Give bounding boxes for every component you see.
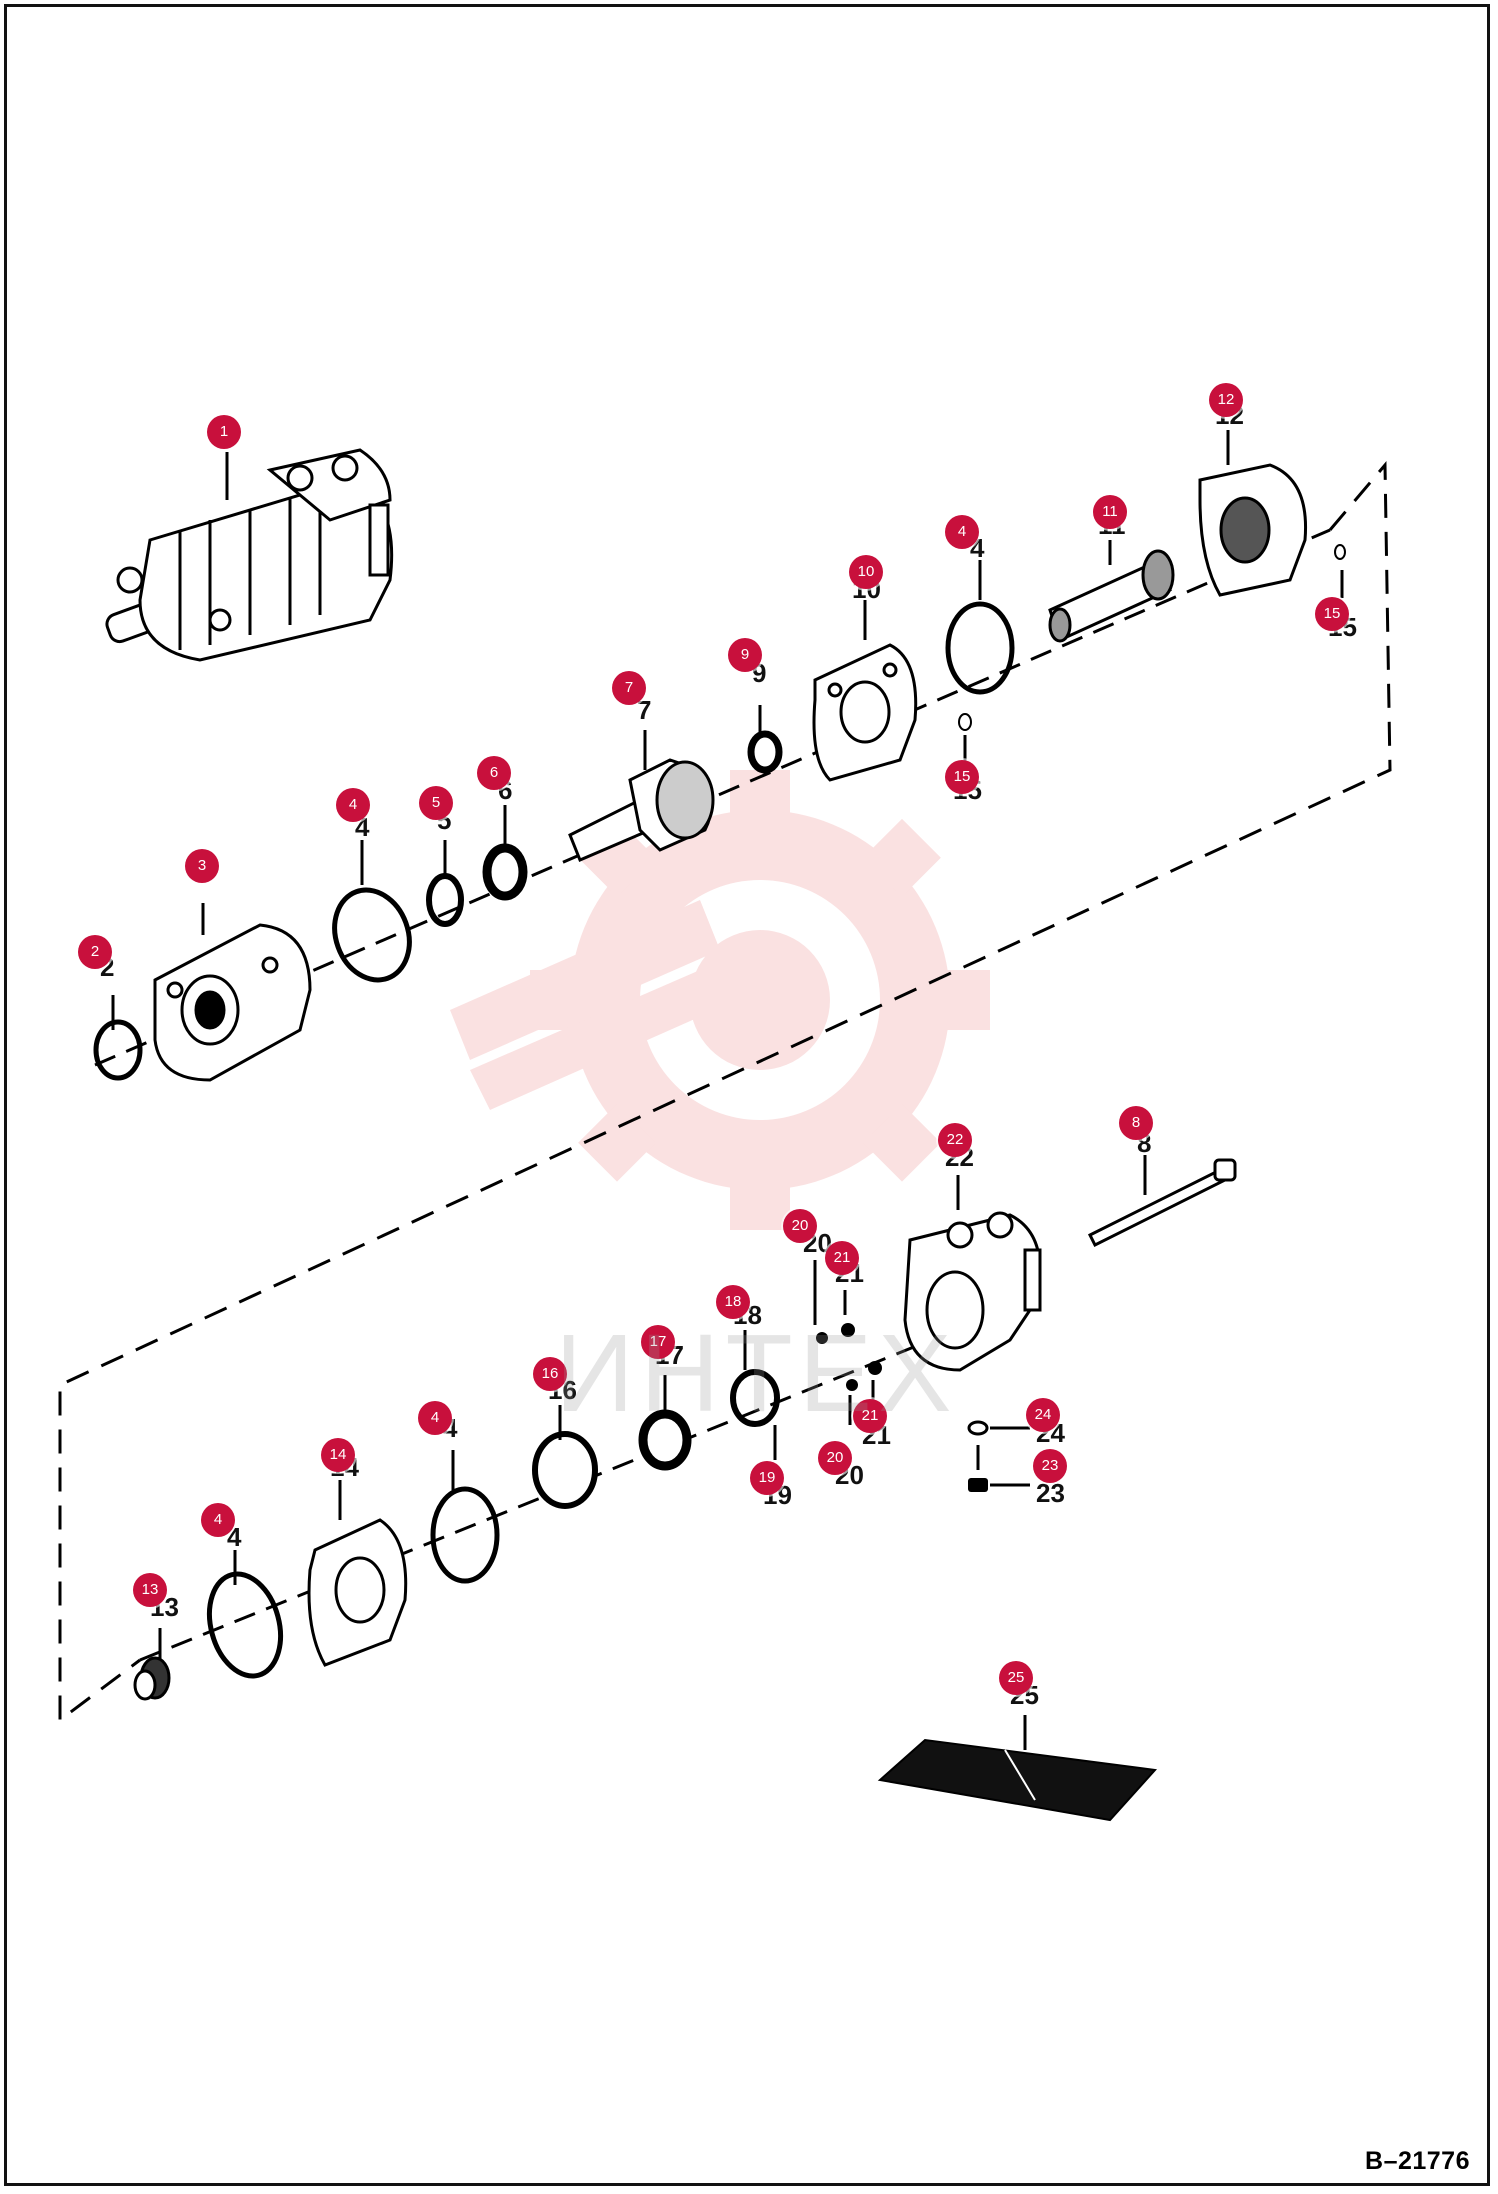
valve-drive-icon [133,1656,171,1701]
mounting-flange-icon [153,923,312,1082]
check-ball-icon [846,1379,858,1391]
callout-badge[interactable]: 7 [612,671,646,705]
callout-badge[interactable]: 20 [783,1209,817,1243]
callout-badge[interactable]: 11 [1093,495,1127,529]
callout-badge[interactable]: 4 [336,788,370,822]
o-ring-icon [332,887,412,983]
callout-badge[interactable]: 19 [750,1461,784,1495]
backup-washer-icon [426,873,464,927]
callout-badge[interactable]: 10 [849,555,883,589]
watermark-text: ИНТЕХ [555,1312,958,1435]
callout-badge[interactable]: 13 [133,1573,167,1607]
diagram-border [4,4,1490,2186]
decal-icon [877,1738,1158,1822]
callout-badge[interactable]: 14 [321,1438,355,1472]
check-ball-icon [816,1332,828,1344]
o-ring-icon [207,1571,283,1679]
callout-badge[interactable]: 15 [945,760,979,794]
callout-badge[interactable]: 4 [418,1401,452,1435]
connection-dashed-line [58,460,1392,1723]
leader-lines [111,430,1344,1750]
o-ring-small-icon [967,1420,989,1436]
o-ring-icon [430,1486,500,1584]
o-ring-icon [945,601,1015,695]
callout-badge[interactable]: 16 [533,1357,567,1391]
callout-badge[interactable]: 20 [818,1441,852,1475]
gear-logo-icon [450,770,990,1230]
callout-badge[interactable]: 21 [825,1241,859,1275]
callout-badge[interactable]: 17 [641,1325,675,1359]
hydraulic-motor-assembly-icon [105,448,394,662]
ball-icon [1334,544,1346,560]
callout-badge[interactable]: 5 [419,786,453,820]
callout-badge[interactable]: 18 [716,1285,750,1319]
washer-icon [730,1369,780,1427]
ball-icon [958,713,972,731]
callout-badge[interactable]: 12 [1209,383,1243,417]
plug-icon [968,1478,988,1492]
gerotor-icon [1198,463,1308,597]
check-seat-icon [841,1323,855,1337]
valve-plate-icon [307,1518,408,1667]
output-shaft-icon [568,758,715,862]
callout-badge[interactable]: 3 [185,849,219,883]
callout-badge[interactable]: 8 [1119,1106,1153,1140]
callout-badge[interactable]: 4 [201,1503,235,1537]
callout-badge[interactable]: 9 [728,638,762,672]
valve-housing-icon [903,1211,1042,1372]
reference-id: B–21776 [1365,2147,1470,2175]
callout-badge[interactable]: 2 [78,935,112,969]
bolt-icon [1087,1158,1237,1248]
part-number: 7 [637,695,652,725]
part-number: 23 [1036,1478,1065,1508]
valve-icon [532,1431,598,1509]
shaft-seal-icon [482,843,528,901]
callout-badge[interactable]: 23 [1033,1449,1067,1483]
seal-icon [638,1409,692,1471]
callout-badge[interactable]: 24 [1026,1398,1060,1432]
check-seat-icon [868,1361,882,1375]
bearing-housing-icon [812,643,918,782]
retaining-ring-icon [93,1019,143,1081]
drive-shaft-icon [1048,549,1175,643]
callout-badge[interactable]: 25 [999,1661,1033,1695]
callout-badge[interactable]: 6 [477,756,511,790]
callout-badge[interactable]: 4 [945,515,979,549]
callout-badge[interactable]: 21 [853,1399,887,1433]
thrust-washer-icon [747,730,783,774]
callout-badge[interactable]: 22 [938,1123,972,1157]
callout-badge[interactable]: 15 [1315,597,1349,631]
callout-badge[interactable]: 1 [207,415,241,449]
